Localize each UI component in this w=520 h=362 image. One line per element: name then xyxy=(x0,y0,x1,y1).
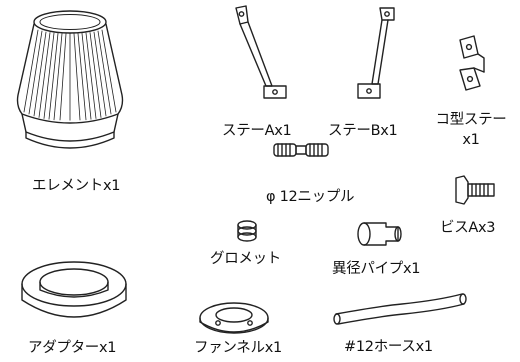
bolt-illustration xyxy=(455,175,495,205)
air-filter-label: エレメントx1 xyxy=(32,178,121,194)
adapter-label: アダプターx1 xyxy=(28,340,117,356)
reducer-pipe-illustration xyxy=(357,222,402,246)
stay-a-label: ステーAx1 xyxy=(222,123,292,139)
hose-label: #12ホースx1 xyxy=(344,339,433,355)
air-filter-illustration xyxy=(16,10,124,149)
nipple-illustration xyxy=(273,143,329,157)
nipple-label: φ 12ニップル xyxy=(266,189,355,205)
u-stay-label-line1: コ型ステー xyxy=(435,112,507,128)
u-stay-label-line2: x1 xyxy=(462,132,480,148)
adapter-illustration xyxy=(21,261,127,318)
grommet-label: グロメット xyxy=(210,251,281,267)
hose-illustration xyxy=(333,293,467,325)
grommet-illustration xyxy=(237,220,257,242)
reducer-pipe-label: 異径パイプx1 xyxy=(332,261,421,277)
bolt-label: ビスAx3 xyxy=(440,220,496,236)
stay-a-illustration xyxy=(235,5,287,99)
stay-b-label: ステーBx1 xyxy=(328,123,398,139)
stay-b-illustration xyxy=(357,7,395,99)
funnel-illustration xyxy=(199,302,269,334)
u-stay-illustration xyxy=(459,35,485,91)
funnel-label: ファンネルx1 xyxy=(194,340,282,356)
u-stay-label: コ型ステー x1 xyxy=(426,112,516,149)
